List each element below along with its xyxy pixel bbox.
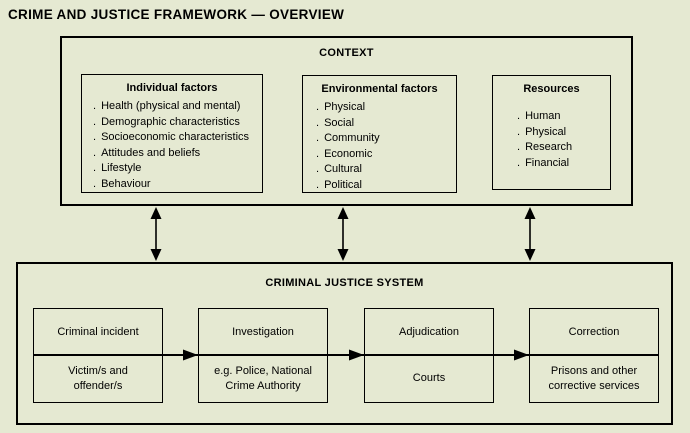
- individual-factors-list: . Health (physical and mental) . Demograph…: [82, 99, 262, 192]
- bullet-dot: .: [316, 147, 320, 160]
- double-arrow-icon: [337, 207, 349, 261]
- stage-investigation: Investigation e.g. Police, National Crim…: [198, 308, 328, 403]
- bullet-dot: .: [93, 131, 97, 143]
- list-item-label: Research: [525, 141, 573, 153]
- list-item: . Health (physical and mental): [93, 99, 262, 115]
- list-item: . Attitudes and beliefs: [93, 146, 262, 162]
- list-item-label: Economic: [324, 147, 373, 160]
- list-item: . Community: [316, 131, 456, 147]
- bullet-dot: .: [517, 141, 521, 153]
- process-flow-line: [33, 354, 659, 356]
- list-item-label: Community: [324, 132, 380, 144]
- stage-title: Investigation: [232, 325, 294, 338]
- stage-correction: Correction Prisons and other corrective …: [529, 308, 659, 403]
- list-item-label: Social: [324, 116, 355, 129]
- stage-title: Adjudication: [399, 325, 459, 338]
- list-item-label: Attitudes and beliefs: [101, 146, 201, 159]
- criminal-justice-system-box: CRIMINAL JUSTICE SYSTEM Criminal inciden…: [16, 262, 673, 425]
- list-item: . Socioeconomic characteristics: [93, 130, 262, 146]
- list-item: . Financial: [517, 156, 610, 172]
- double-arrow-icon: [524, 207, 536, 261]
- environmental-factors-list: . Physical . Social . Community . Economic .…: [303, 100, 456, 193]
- stage-subtitle: Courts: [412, 372, 446, 385]
- list-item: . Research: [517, 140, 610, 156]
- stage-subtitle: Victim/s and offender/s: [68, 364, 128, 392]
- bullet-dot: .: [517, 156, 521, 169]
- list-item-label: Health (physical and mental): [101, 100, 241, 112]
- resources-box: Resources . Human . Physical . Research . Fi…: [492, 75, 611, 190]
- bullet-dot: .: [93, 162, 97, 174]
- context-box: CONTEXT Individual factors . Health (phys…: [60, 36, 633, 206]
- stage-title: Criminal incident: [57, 325, 139, 338]
- bullet-dot: .: [517, 110, 521, 122]
- list-item: . Lifestyle: [93, 161, 262, 177]
- list-item-label: Behaviour: [101, 177, 151, 190]
- individual-factors-title: Individual factors: [126, 82, 218, 94]
- bullet-dot: .: [93, 115, 97, 128]
- bullet-dot: .: [316, 116, 320, 129]
- list-item: . Human: [517, 109, 610, 125]
- stage-subtitle: e.g. Police, National Crime Authority: [214, 364, 312, 392]
- individual-factors-box: Individual factors . Health (physical and…: [81, 74, 263, 193]
- resources-title: Resources: [523, 83, 580, 95]
- list-item-label: Physical: [324, 101, 366, 113]
- list-item: . Physical: [316, 100, 456, 116]
- bullet-dot: .: [316, 132, 320, 144]
- stage-title: Correction: [568, 325, 620, 338]
- bullet-dot: .: [93, 146, 97, 159]
- bullet-dot: .: [517, 125, 521, 138]
- list-item-label: Physical: [525, 125, 567, 138]
- environmental-factors-box: Environmental factors . Physical . Social …: [302, 75, 457, 193]
- stage-adjudication: Adjudication Courts: [364, 308, 494, 403]
- bullet-dot: .: [316, 178, 320, 191]
- criminal-justice-system-label: CRIMINAL JUSTICE SYSTEM: [265, 277, 424, 289]
- context-label: CONTEXT: [319, 47, 374, 59]
- list-item: . Demographic characteristics: [93, 115, 262, 131]
- environmental-factors-title: Environmental factors: [321, 83, 438, 95]
- list-item-label: Demographic characteristics: [101, 115, 240, 128]
- bullet-dot: .: [93, 177, 97, 190]
- list-item: . Political: [316, 178, 456, 194]
- page-title: CRIME AND JUSTICE FRAMEWORK — OVERVIEW: [8, 7, 345, 22]
- resources-list: . Human . Physical . Research . Financial: [493, 109, 610, 171]
- bullet-dot: .: [93, 100, 97, 112]
- bullet-dot: .: [316, 163, 320, 175]
- list-item: . Economic: [316, 147, 456, 163]
- list-item-label: Lifestyle: [101, 162, 142, 174]
- list-item: . Physical: [517, 125, 610, 141]
- right-arrowhead-icon: [514, 349, 529, 361]
- list-item-label: Political: [324, 178, 362, 191]
- stage-subtitle: Prisons and other corrective services: [548, 364, 640, 392]
- list-item: . Cultural: [316, 162, 456, 178]
- stage-criminal-incident: Criminal incident Victim/s and offender/…: [33, 308, 163, 403]
- list-item-label: Financial: [525, 156, 570, 169]
- right-arrowhead-icon: [349, 349, 364, 361]
- list-item-label: Human: [525, 110, 561, 122]
- list-item-label: Cultural: [324, 163, 362, 175]
- bullet-dot: .: [316, 101, 320, 113]
- list-item-label: Socioeconomic characteristics: [101, 131, 250, 143]
- list-item: . Behaviour: [93, 177, 262, 193]
- list-item: . Social: [316, 116, 456, 132]
- right-arrowhead-icon: [183, 349, 198, 361]
- double-arrow-icon: [150, 207, 162, 261]
